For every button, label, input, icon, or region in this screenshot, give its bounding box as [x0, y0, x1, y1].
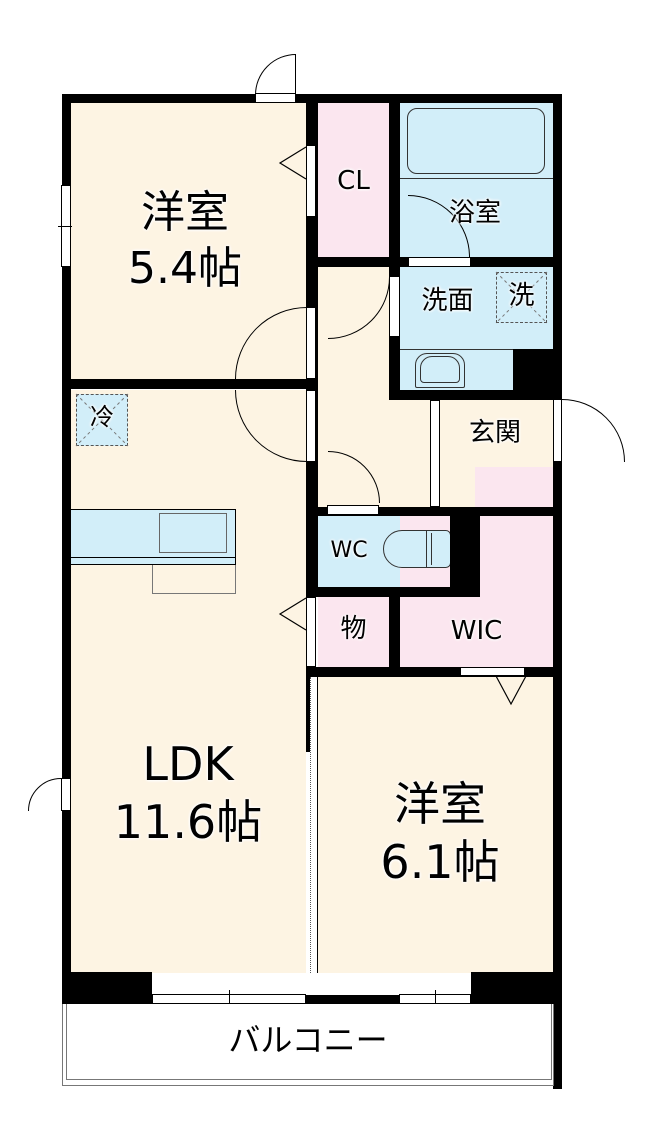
room1-name-label: 洋室 [141, 187, 229, 238]
counter-edge [70, 557, 236, 558]
closet-label: CL [337, 166, 370, 196]
room2-size-label: 6.1帖 [380, 835, 500, 889]
wall-cl-bath [389, 94, 400, 399]
wall-wc-right [450, 507, 480, 589]
wall-wash-bottom [389, 390, 561, 400]
entrance-door[interactable] [553, 399, 562, 462]
wic-door-arrow-icon [495, 675, 527, 706]
room2-name-label: 洋室 [394, 777, 486, 831]
western-room-2 [318, 677, 553, 973]
ldk [70, 390, 306, 973]
fridge-label: 冷 [90, 403, 114, 431]
bath-door[interactable] [408, 257, 471, 267]
cl-door-arrow-icon [278, 146, 307, 180]
washroom [400, 267, 513, 390]
outer-wall-left [62, 94, 71, 1004]
sliding-door-room2[interactable] [310, 677, 318, 973]
wall-room1-ldk [62, 379, 317, 389]
room1-size-label: 5.4帖 [128, 243, 242, 294]
toilet-tank-line [426, 531, 427, 567]
washroom-label: 洗面 [421, 286, 474, 316]
washroom-door[interactable] [389, 276, 400, 337]
entrance-shoebox [475, 467, 553, 507]
wc-door[interactable] [327, 505, 379, 515]
toilet-bowl [383, 530, 451, 568]
window-room1-mid [58, 226, 72, 227]
entrance-hall-post [430, 400, 440, 507]
hallway-lower [390, 400, 430, 507]
wash-basin [415, 353, 465, 388]
toilet-tank-line2 [431, 533, 432, 565]
pillar-bottom-left [62, 972, 152, 1002]
wall-room2-left [306, 667, 310, 752]
toilet-label: WC [330, 538, 368, 563]
bathroom-label: 浴室 [448, 198, 501, 228]
wall-wc-top [306, 507, 561, 516]
closet [318, 102, 389, 257]
wic-label: WIC [450, 616, 503, 646]
balcony-label: バルコニー [228, 1021, 388, 1059]
balcony-inner [66, 1004, 552, 1080]
entrance-label: 玄関 [468, 418, 521, 448]
wic-door[interactable] [460, 667, 525, 676]
storage-label: 物 [340, 614, 367, 644]
washer-space-cross-icon [495, 271, 548, 324]
ldk-size-label: 11.6帖 [113, 795, 263, 849]
room1-door[interactable] [306, 307, 316, 379]
top-door-leaf [295, 54, 296, 95]
bath-divider [400, 178, 553, 179]
wash-basin-bowl [420, 356, 460, 383]
kitchen-counter [70, 509, 236, 565]
bathtub [407, 108, 545, 174]
wash-basin-counter [400, 349, 513, 350]
outer-wall-right-upper [553, 94, 562, 399]
ldk-name-label: LDK [142, 737, 234, 791]
fridge-space-cross-icon [75, 393, 129, 447]
outer-wall-right-lower [553, 462, 562, 1089]
kitchen-sink [159, 513, 227, 553]
room2-window-mullion [435, 990, 436, 1004]
pillar-bottom-right [471, 972, 561, 1002]
wall-storage-wic [389, 587, 400, 672]
washer-label: 洗 [508, 281, 535, 311]
storage [318, 597, 389, 667]
storage-door-arrow-icon [278, 597, 307, 631]
ldk-side-window [61, 778, 71, 811]
cl-door[interactable] [306, 145, 316, 217]
ldk-window-mullion [229, 990, 230, 1004]
wall-wash-pillar [513, 349, 561, 399]
wall-bottom [62, 995, 561, 1004]
counter-base [152, 565, 236, 594]
storage-door[interactable] [306, 597, 316, 667]
ldk-door[interactable] [306, 390, 316, 462]
wall-room2-top [306, 667, 561, 677]
balcony [62, 1004, 554, 1086]
